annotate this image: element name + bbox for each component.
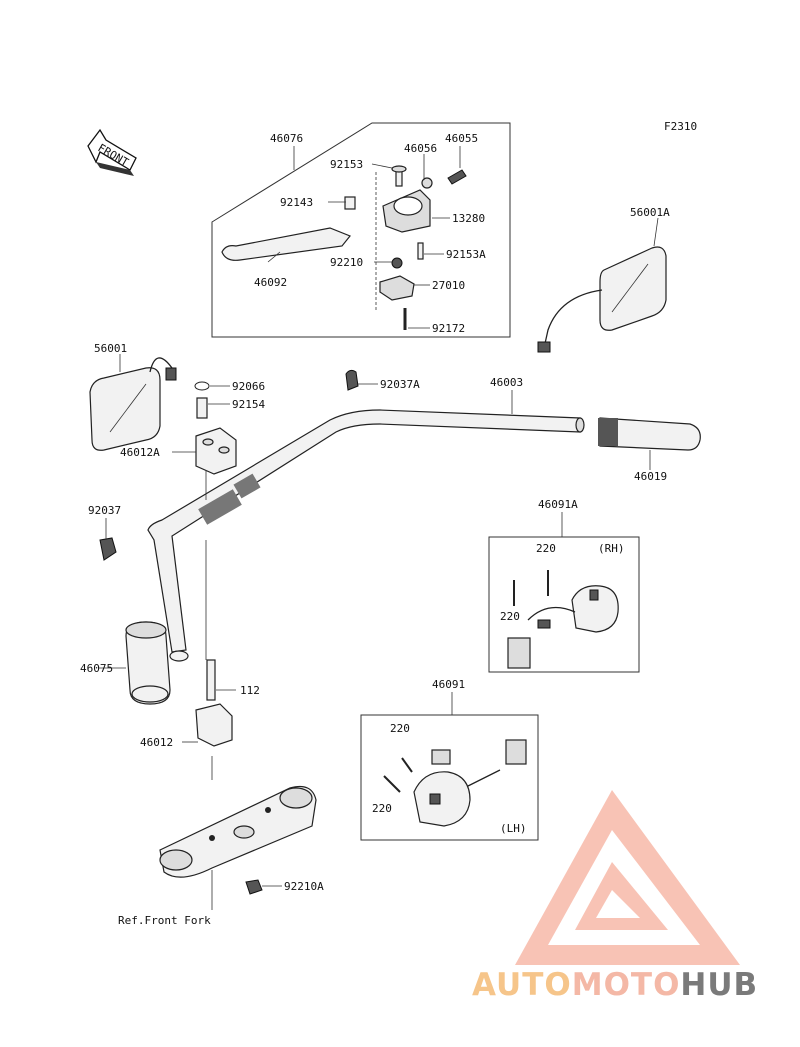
label-92037[interactable]: 92037 [88, 504, 121, 517]
label-46056[interactable]: 46056 [404, 142, 437, 155]
top-bridge [159, 785, 317, 895]
label-46055[interactable]: 46055 [445, 132, 478, 145]
part-labels: 46076 46055 46056 92153 92143 13280 9215… [80, 132, 670, 927]
label-46075[interactable]: 46075 [80, 662, 113, 675]
label-46076[interactable]: 46076 [270, 132, 303, 145]
lower-clamp [195, 540, 233, 780]
label-112[interactable]: 112 [240, 684, 260, 697]
leader-lines [98, 146, 659, 910]
mirror-lh [89, 357, 177, 451]
label-46019[interactable]: 46019 [634, 470, 667, 483]
bar-end-bolts [99, 369, 359, 561]
handlebar [147, 409, 585, 662]
label-46091A[interactable]: 46091A [538, 498, 578, 511]
label-220-lh-top[interactable]: 220 [390, 722, 410, 735]
label-46003[interactable]: 46003 [490, 376, 523, 389]
label-46012A[interactable]: 46012A [120, 446, 160, 459]
label-27010[interactable]: 27010 [432, 279, 465, 292]
switch-box-rh [488, 536, 640, 673]
label-92066[interactable]: 92066 [232, 380, 265, 393]
label-46012[interactable]: 46012 [140, 736, 173, 749]
switch-box-lh [360, 714, 539, 841]
label-46091[interactable]: 46091 [432, 678, 465, 691]
front-arrow-icon: FRONT [87, 128, 137, 176]
label-lh: (LH) [500, 822, 527, 835]
label-220-rh-left[interactable]: 220 [500, 610, 520, 623]
label-92153A[interactable]: 92153A [446, 248, 486, 261]
label-92172[interactable]: 92172 [432, 322, 465, 335]
label-13280[interactable]: 13280 [452, 212, 485, 225]
label-92154[interactable]: 92154 [232, 398, 265, 411]
watermark-auto: AUTOMOTOHUB [472, 967, 758, 1003]
label-56001[interactable]: 56001 [94, 342, 127, 355]
label-92153[interactable]: 92153 [330, 158, 363, 171]
watermark-logo: AUTOMOTOHUB [472, 790, 758, 1003]
upper-clamp [194, 381, 237, 500]
figure-code: F2310 [664, 120, 697, 133]
label-220-lh-left[interactable]: 220 [372, 802, 392, 815]
label-rh: (RH) [598, 542, 625, 555]
label-46092[interactable]: 46092 [254, 276, 287, 289]
clutch-lever-box [211, 122, 511, 338]
label-92037A[interactable]: 92037A [380, 378, 420, 391]
grip-lh [125, 621, 171, 705]
label-56001A[interactable]: 56001A [630, 206, 670, 219]
label-92210[interactable]: 92210 [330, 256, 363, 269]
label-92143[interactable]: 92143 [280, 196, 313, 209]
reference-front-fork: Ref.Front Fork [118, 914, 211, 927]
mirror-rh [537, 246, 667, 353]
label-92210A[interactable]: 92210A [284, 880, 324, 893]
label-220-rh-top[interactable]: 220 [536, 542, 556, 555]
grip-rh [598, 417, 701, 451]
